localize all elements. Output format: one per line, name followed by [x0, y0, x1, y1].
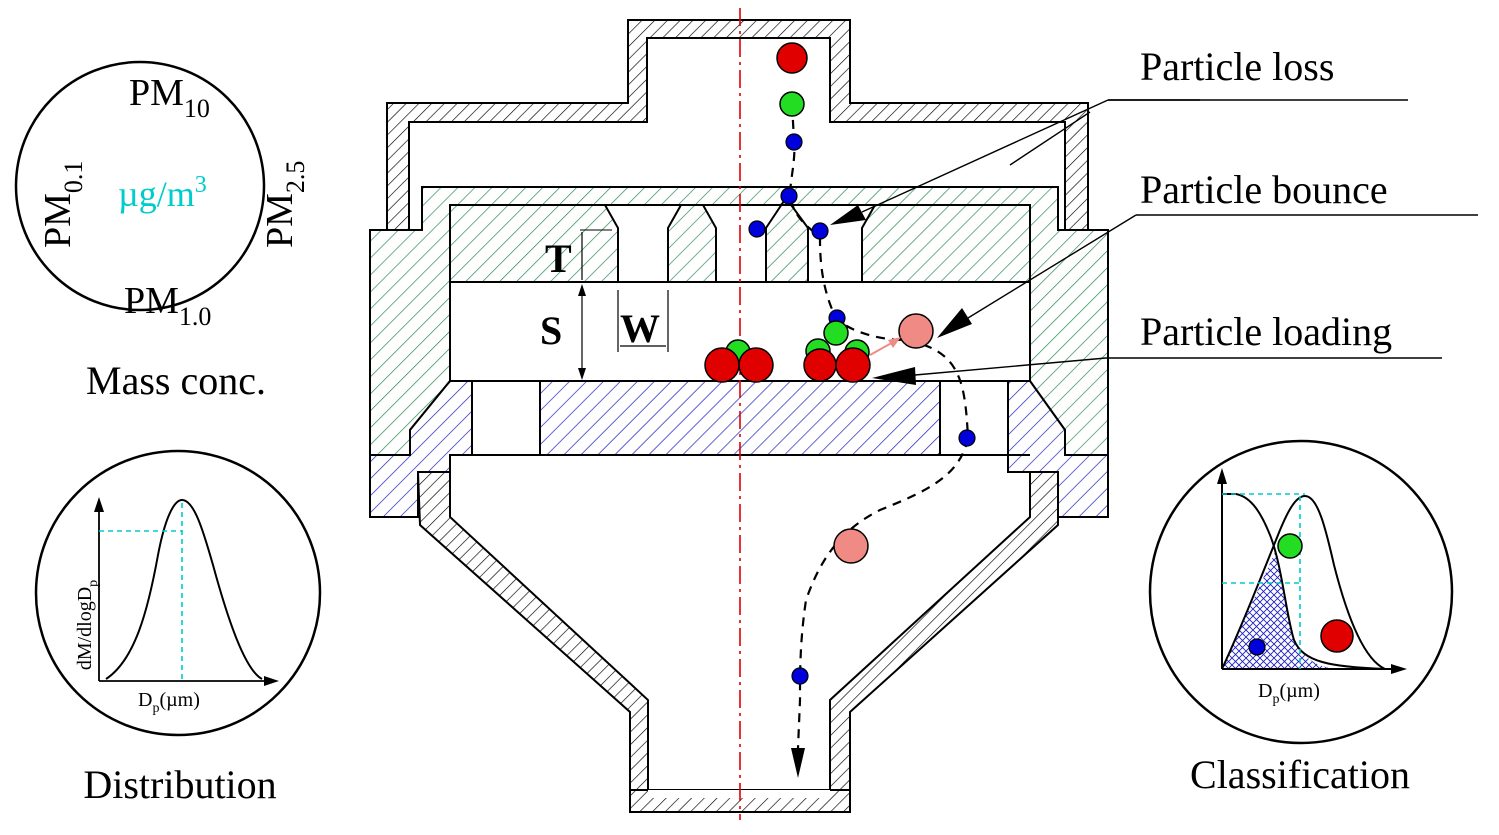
dist-x-arrowhead [264, 676, 279, 686]
particle-blue-lost-a [748, 220, 766, 238]
particle-blue-plate-gap [958, 429, 976, 447]
callout-loading-leader [914, 357, 1107, 376]
callout-particle-bounce: Particle bounce [1140, 167, 1388, 212]
particle-blue-lost-b [811, 222, 829, 240]
class-xlabel: Dp(µm) [1258, 680, 1320, 707]
pile-right-red-b [835, 347, 871, 383]
particle-trajectory [788, 103, 970, 749]
nozzle-segment-4 [861, 204, 1031, 283]
callouts: Particle loss Particle bounce Particle l… [830, 44, 1478, 385]
class-distribution-curve [1221, 494, 1386, 670]
particle-red-inlet [776, 42, 808, 74]
particle-blue-upper [780, 187, 798, 205]
nozzle-segment-1 [449, 204, 619, 283]
dist-curve [105, 498, 263, 680]
pm01-label: PM0.1 [37, 161, 88, 248]
class-overlap-area [1222, 550, 1334, 669]
pile-left-red-a [704, 347, 740, 383]
dist-y-arrowhead [94, 497, 104, 512]
upper-housing-wall [386, 19, 1089, 231]
particle-pink-bounce [898, 313, 934, 349]
dist-xlabel: Dp(µm) [138, 689, 200, 716]
dim-w-label: W [620, 306, 660, 351]
callout-particle-loading: Particle loading [1140, 309, 1392, 354]
trajectory-arrowhead [791, 748, 805, 778]
particle-pink-lower [833, 528, 869, 564]
pm10-label: PM10 [129, 72, 210, 123]
impactor-cross-section: T S W [369, 8, 1109, 820]
mass-conc-panel: PM10 PM1.0 PM0.1 PM2.5 µg/m3 Mass conc. [14, 60, 310, 403]
dist-ylabel: dM/dlogDp [74, 580, 101, 670]
nozzle-segment-3 [765, 196, 809, 283]
class-red-particle [1320, 619, 1354, 653]
unit-label: µg/m3 [118, 172, 207, 214]
lower-housing-left [416, 471, 649, 791]
classification-panel: Dp(µm) Classification [1148, 439, 1454, 797]
dim-t-label: T [545, 236, 572, 281]
mass-conc-circle [14, 60, 266, 312]
outlet-opening [648, 790, 830, 798]
callout-loss-leader-b [1009, 111, 1091, 166]
callout-bounce-leader [967, 214, 1137, 319]
bounce-direction-arrowhead [888, 337, 901, 348]
pm1-label: PM1.0 [124, 280, 211, 331]
pile-right-green-top [823, 320, 849, 346]
callout-loading-arrowhead [872, 367, 916, 385]
callout-particle-loss: Particle loss [1140, 44, 1334, 89]
pm25-label: PM2.5 [259, 161, 310, 248]
particle-blue-inlet [785, 133, 803, 151]
pile-right-red-a [803, 348, 837, 382]
class-blue-particle [1248, 638, 1266, 656]
classification-caption: Classification [1190, 752, 1410, 797]
callout-bounce-arrowhead [937, 308, 972, 338]
particle-green-inlet [779, 91, 805, 117]
dim-s-arrow-bottom [578, 368, 586, 380]
dim-s-label: S [540, 308, 562, 353]
callout-loss-leader-a [861, 99, 1109, 213]
class-efficiency-curve [1222, 493, 1386, 670]
particle-blue-outlet [791, 667, 809, 685]
class-x-arrowhead [1391, 664, 1407, 674]
distribution-panel: dM/dlogDp Dp(µm) Distribution [34, 449, 322, 807]
dim-s-arrow-top [578, 284, 586, 296]
nozzle-segment-2 [667, 204, 717, 283]
distribution-caption: Distribution [83, 762, 276, 807]
class-y-arrowhead [1217, 468, 1227, 484]
mass-conc-caption: Mass conc. [86, 358, 266, 403]
class-green-particle [1277, 533, 1303, 559]
callout-loss-arrowhead [830, 205, 866, 225]
pile-left-red-b [738, 347, 774, 383]
